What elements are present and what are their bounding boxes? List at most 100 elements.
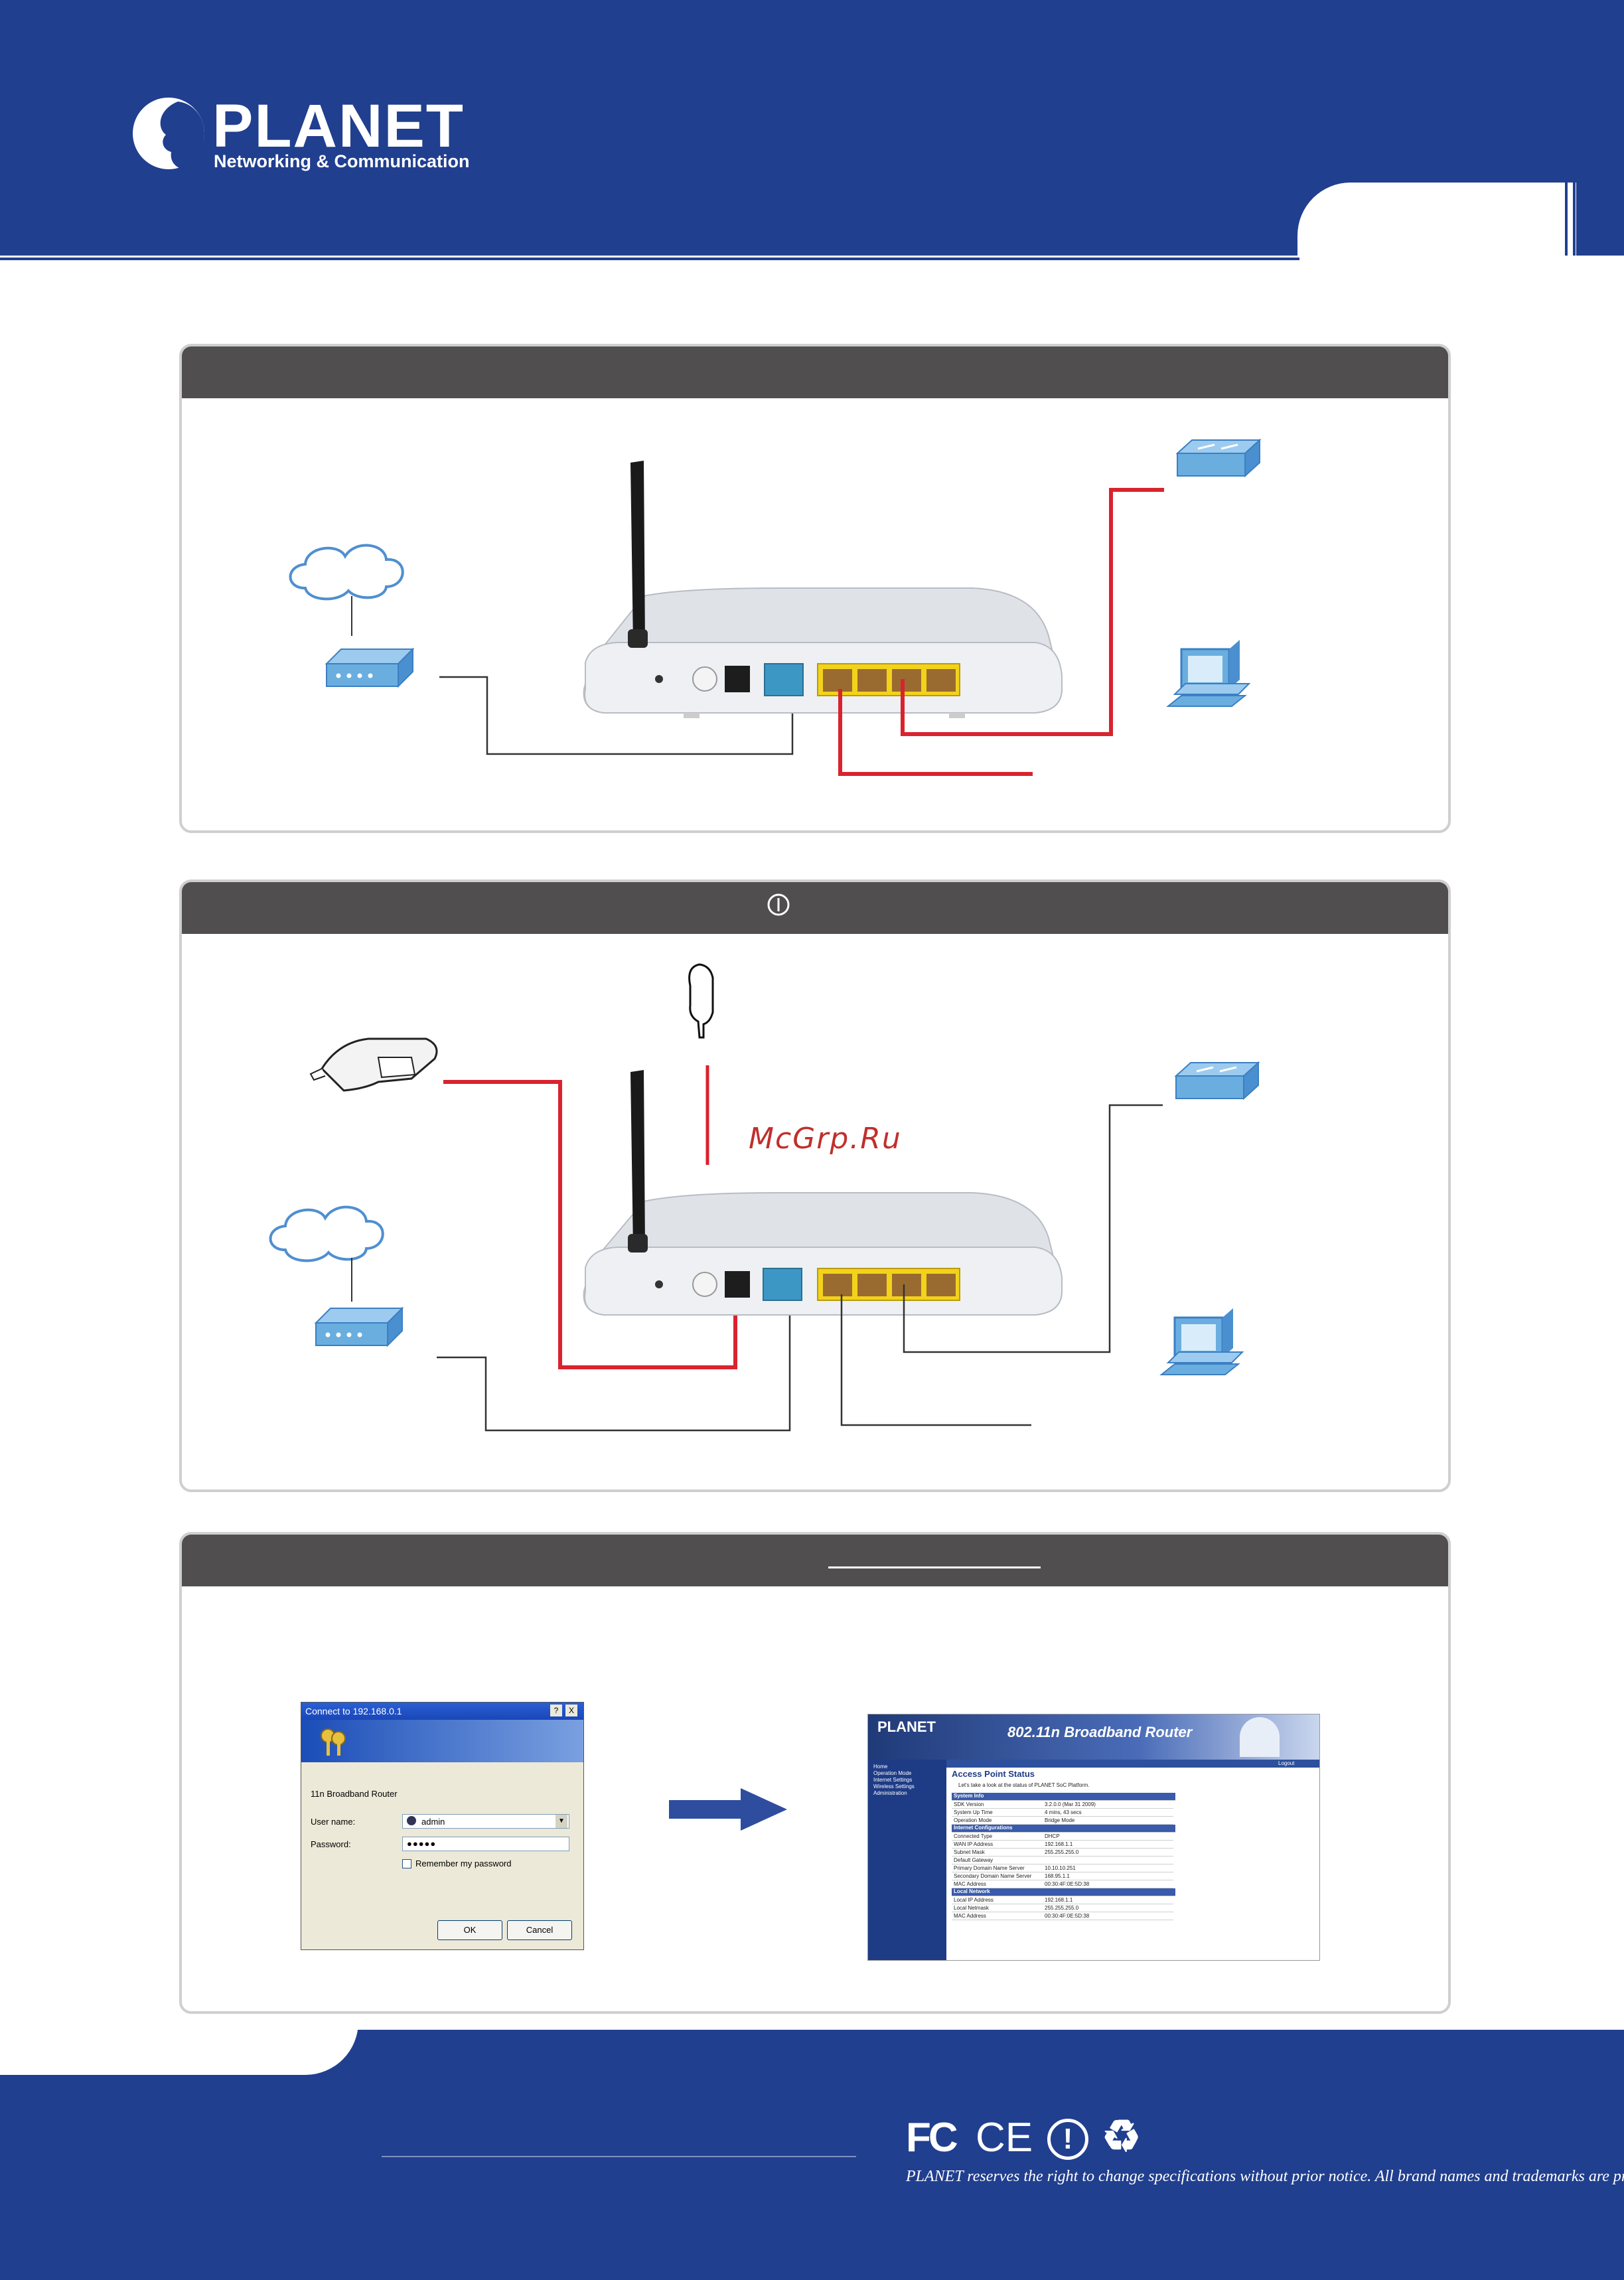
- table-row: Local Netmask 255.255.255.0: [952, 1904, 1173, 1912]
- table-cell-label: WAN IP Address: [954, 1841, 994, 1847]
- table-section-header: Local Network: [952, 1888, 1175, 1896]
- web-header: PLANET 802.11n Broadband Router: [868, 1714, 1319, 1760]
- ce-icon: CE: [976, 2115, 1033, 2161]
- table-cell-value: 00:30:4F:0E:5D:38: [1045, 1913, 1090, 1919]
- menu-item-operation-mode[interactable]: Operation Mode: [873, 1770, 912, 1776]
- table-cell-value: DHCP: [1045, 1833, 1060, 1839]
- fcc-icon: FC: [906, 2115, 958, 2161]
- computer-icon: [1159, 1308, 1244, 1375]
- logout-link[interactable]: Logout: [1278, 1760, 1295, 1766]
- table-row: Secondary Domain Name Server 168.95.1.1: [952, 1872, 1173, 1880]
- table-cell-label: Operation Mode: [954, 1817, 992, 1823]
- ok-button[interactable]: OK: [437, 1920, 502, 1940]
- cancel-button[interactable]: Cancel: [507, 1920, 572, 1940]
- password-field[interactable]: ●●●●●: [402, 1837, 569, 1851]
- table-row: Operation Mode Bridge Mode: [952, 1817, 1173, 1825]
- chevron-down-icon[interactable]: ▼: [555, 1815, 567, 1828]
- table-section-header: Internet Configurations: [952, 1825, 1175, 1833]
- table-cell-value: 4 mins, 43 secs: [1045, 1809, 1082, 1815]
- table-cell-label: Default Gateway: [954, 1857, 994, 1863]
- dialog-title: Connect to 192.168.0.1: [305, 1706, 402, 1716]
- switch-icon: [1175, 438, 1262, 478]
- username-label: User name:: [311, 1817, 356, 1827]
- dialog-realm: 11n Broadband Router: [311, 1789, 398, 1799]
- table-row: WAN IP Address 192.168.1.1: [952, 1841, 1173, 1849]
- table-cell-label: Local Netmask: [954, 1905, 989, 1911]
- panel-title-bar: [182, 346, 1448, 398]
- table-cell-value: 192.168.1.1: [1045, 1841, 1073, 1847]
- remember-checkbox[interactable]: [402, 1859, 411, 1868]
- table-row: Subnet Mask 255.255.255.0: [952, 1849, 1173, 1857]
- footer-vline: [70, 2174, 72, 2280]
- menu-item-administration[interactable]: Administration: [873, 1790, 907, 1796]
- table-cell-label: Subnet Mask: [954, 1849, 985, 1855]
- warning-icon: !: [1047, 2119, 1088, 2160]
- footer-disclaimer: PLANET reserves the right to change spec…: [906, 2168, 1624, 2185]
- computer-icon: [1166, 640, 1251, 707]
- table-cell-value: 3.2.0.0 (Mar 31 2009): [1045, 1801, 1096, 1807]
- menu-item-wireless-settings[interactable]: Wireless Settings: [873, 1784, 915, 1789]
- table-row: System Up Time 4 mins, 43 secs: [952, 1809, 1173, 1817]
- header-tab: [1297, 183, 1576, 259]
- power-adapter-icon: [309, 1037, 438, 1092]
- keys-icon: [321, 1728, 346, 1756]
- dialog-titlebar: Connect to 192.168.0.1 ? X: [301, 1703, 583, 1720]
- table-cell-label: Local IP Address: [954, 1897, 994, 1903]
- web-sidebar: Home Operation Mode Internet Settings Wi…: [868, 1760, 946, 1960]
- table-cell-value: 255.255.255.0: [1045, 1849, 1079, 1855]
- url-underline: [828, 1566, 1041, 1568]
- username-field[interactable]: admin ▼: [402, 1814, 569, 1829]
- recycle-icon: ♻: [1102, 2111, 1142, 2161]
- table-row: Default Gateway: [952, 1857, 1173, 1864]
- table-cell-label: SDK Version: [954, 1801, 984, 1807]
- table-cell-value: 255.255.255.0: [1045, 1905, 1079, 1911]
- table-cell-label: MAC Address: [954, 1913, 986, 1919]
- web-intro: Let's take a look at the status of PLANE…: [958, 1782, 1090, 1788]
- password-value: ●●●●●: [407, 1839, 437, 1849]
- table-row: MAC Address 00:30:4F:0E:5D:38: [952, 1912, 1173, 1920]
- brand-name: PLANET: [212, 92, 465, 160]
- dialog-banner: [301, 1720, 583, 1762]
- username-value: admin: [421, 1817, 445, 1827]
- web-logo: PLANET: [877, 1718, 936, 1735]
- planet-logo-icon: [133, 98, 204, 169]
- header-vline: [1564, 0, 1566, 183]
- menu-item-internet-settings[interactable]: Internet Settings: [873, 1777, 913, 1783]
- modem-icon: [325, 647, 415, 688]
- header-vline: [1573, 183, 1576, 256]
- web-banner-title: 802.11n Broadband Router: [1007, 1724, 1193, 1740]
- table-cell-label: System Up Time: [954, 1809, 993, 1815]
- person-photo: [1240, 1717, 1280, 1757]
- header-vline: [1572, 0, 1574, 183]
- web-page-title: Access Point Status: [952, 1769, 1035, 1779]
- header-vline: [1565, 183, 1568, 256]
- table-cell-value: Bridge Mode: [1045, 1817, 1075, 1823]
- router-web-ui: PLANET 802.11n Broadband Router Logout H…: [867, 1714, 1320, 1961]
- table-cell-label: Secondary Domain Name Server: [954, 1873, 1032, 1879]
- power-icon: [767, 893, 790, 916]
- header-rule: [0, 258, 1299, 260]
- table-row: MAC Address 00:30:4F:0E:5D:38: [952, 1880, 1173, 1888]
- brand-tagline: Networking & Communication: [214, 151, 470, 171]
- table-cell-label: Connected Type: [954, 1833, 993, 1839]
- help-button[interactable]: ?: [550, 1705, 562, 1716]
- table-cell-value: 168.95.1.1: [1045, 1873, 1070, 1879]
- arrow-right-icon: [669, 1788, 787, 1831]
- table-row: SDK Version 3.2.0.0 (Mar 31 2009): [952, 1801, 1173, 1809]
- user-icon: [407, 1816, 416, 1825]
- table-cell-label: MAC Address: [954, 1881, 986, 1887]
- router-image: [583, 461, 1063, 718]
- remember-label: Remember my password: [415, 1859, 512, 1868]
- table-cell-value: 00:30:4F:0E:5D:38: [1045, 1881, 1090, 1887]
- close-button[interactable]: X: [565, 1705, 577, 1716]
- menu-item-home[interactable]: Home: [873, 1764, 888, 1770]
- footer-rule: [382, 2156, 856, 2157]
- table-section-header: System Info: [952, 1793, 1175, 1801]
- panel-title-bar: [182, 882, 1448, 934]
- table-cell-value: 10.10.10.251: [1045, 1865, 1076, 1871]
- table-row: Local IP Address 192.168.1.1: [952, 1896, 1173, 1904]
- pointing-hand-icon: [688, 963, 714, 1039]
- internet-cloud-icon: [289, 544, 404, 601]
- table-cell-value: 192.168.1.1: [1045, 1897, 1073, 1903]
- login-dialog: Connect to 192.168.0.1 ? X 11n Broadband…: [301, 1702, 584, 1950]
